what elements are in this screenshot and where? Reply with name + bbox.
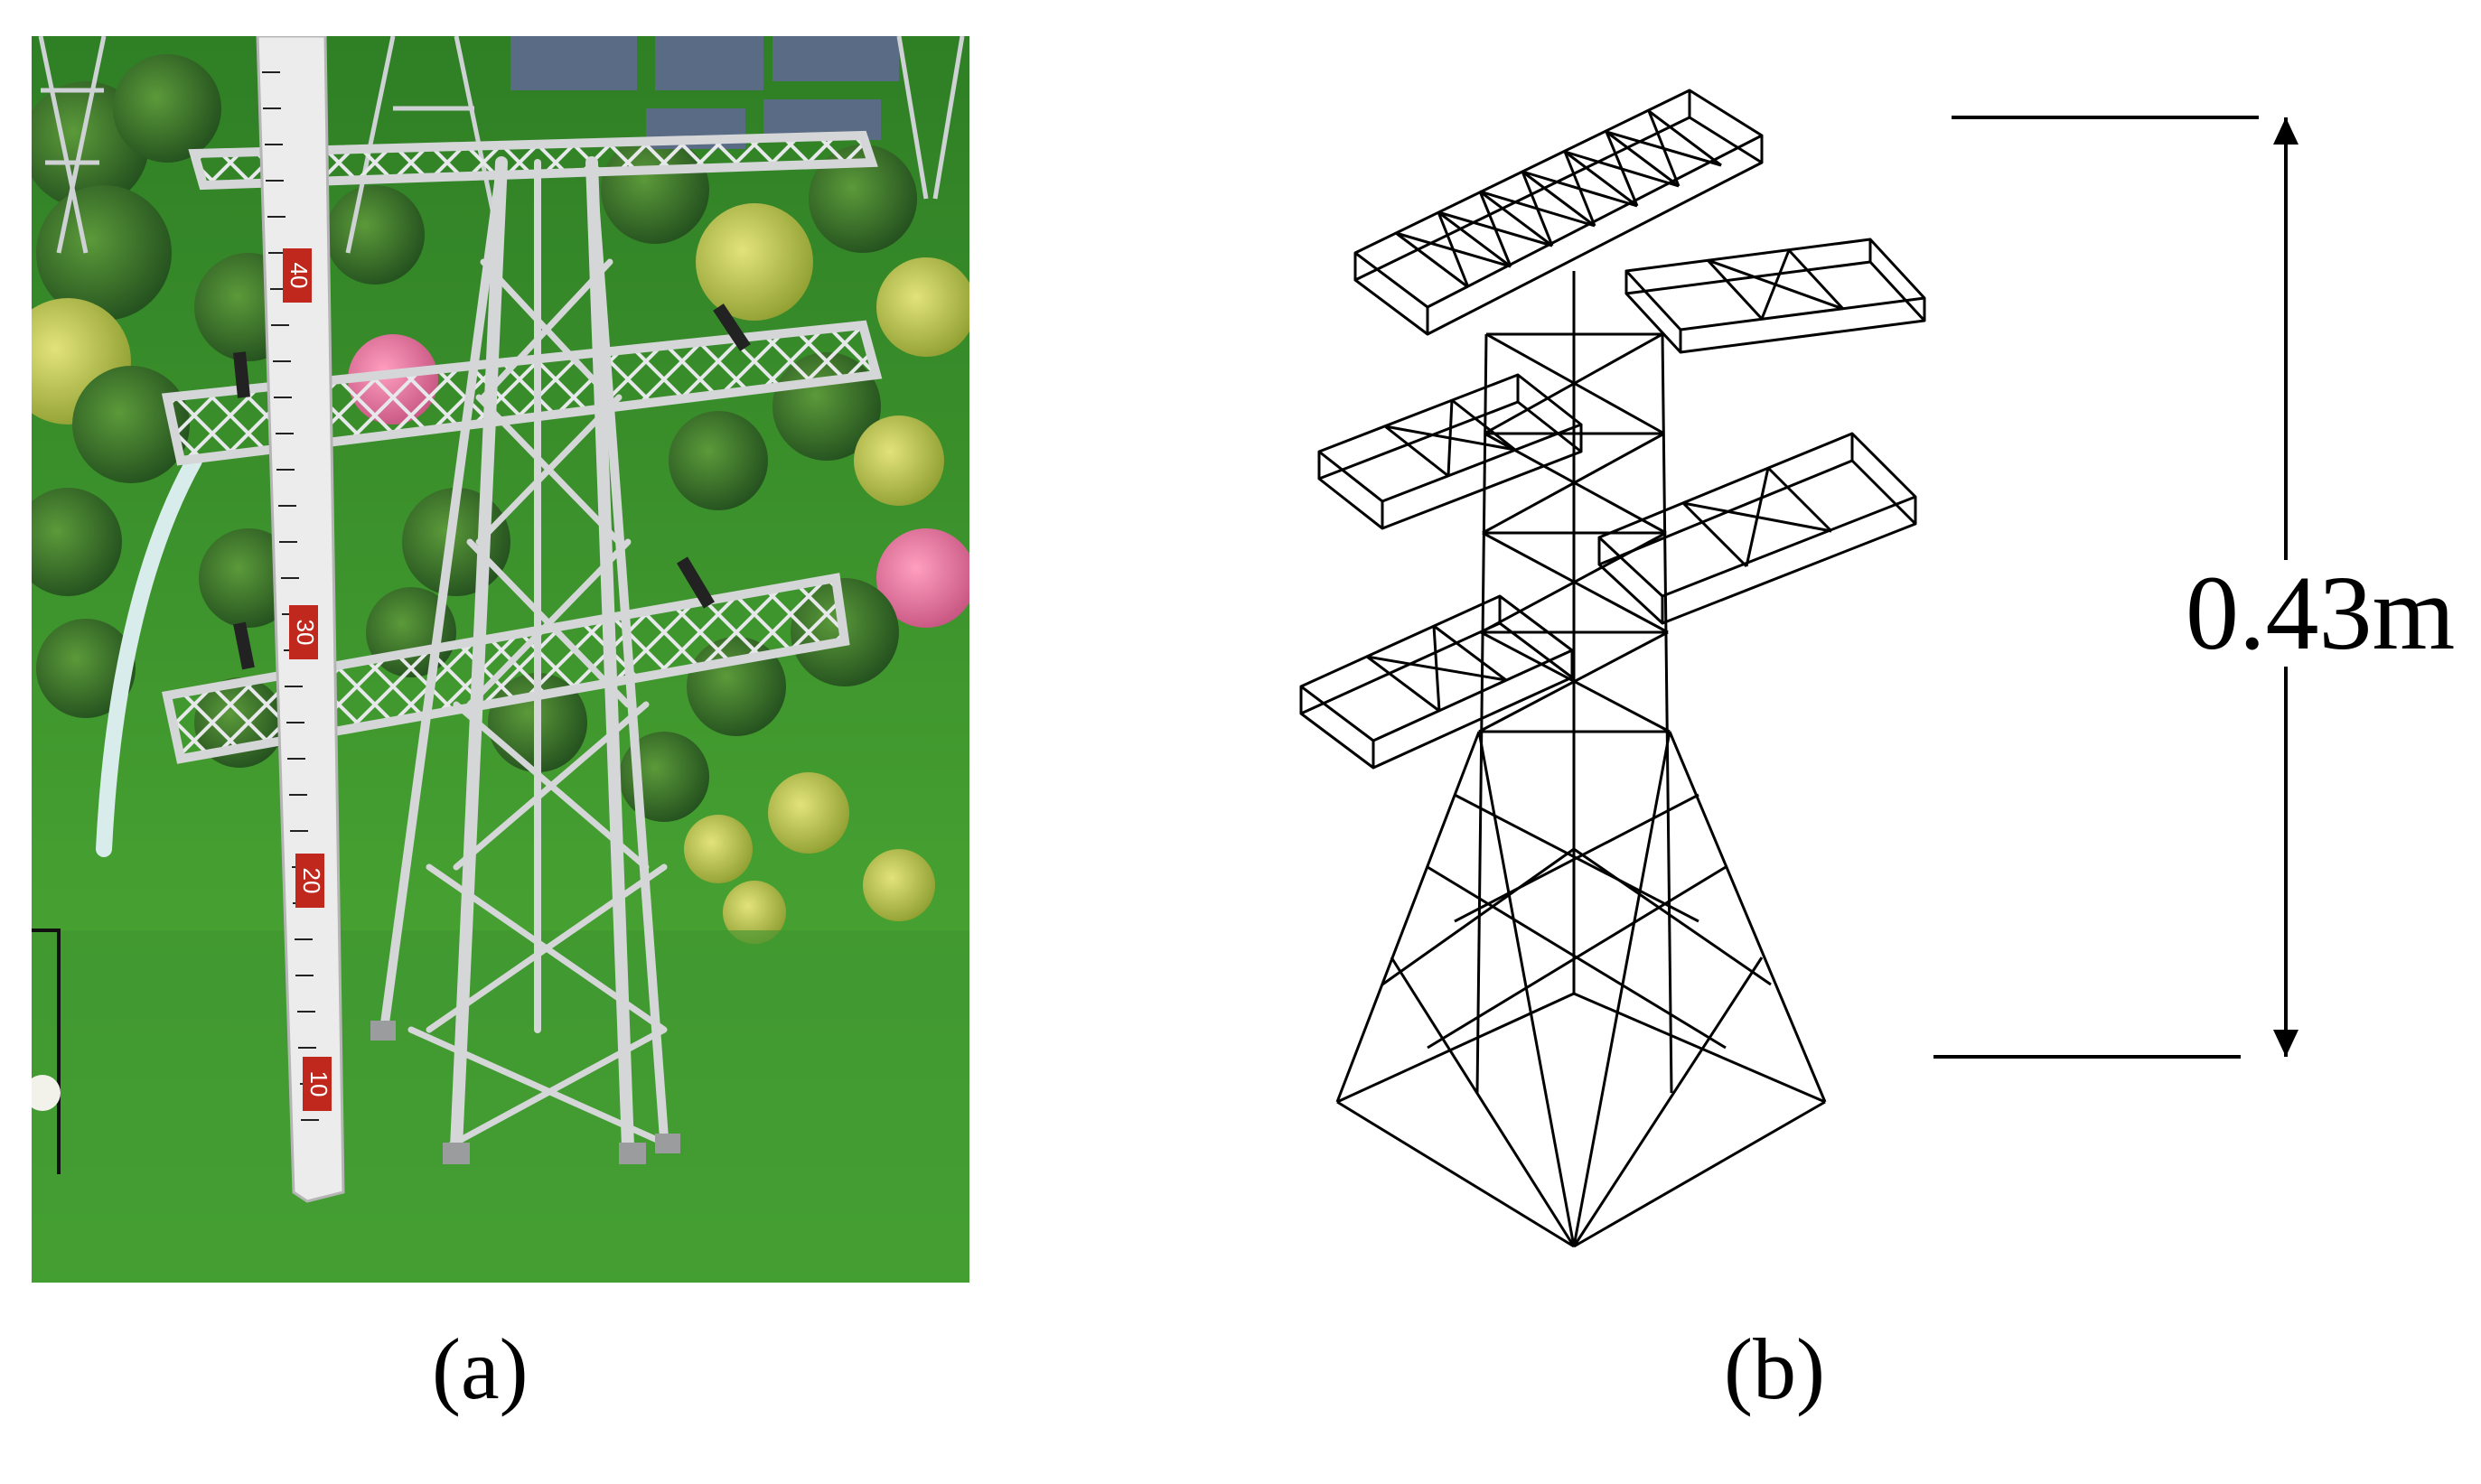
tower-model-photo: 40 30 20 10 xyxy=(32,36,969,1283)
tower-wireframe-panel xyxy=(1247,54,2481,1337)
ruler-label-20: 20 xyxy=(298,868,325,894)
caption-a: (a) xyxy=(432,1321,529,1417)
wireframe-middle-right-arm xyxy=(1597,432,1917,625)
wireframe-body xyxy=(1335,271,1827,1248)
arrow-up-icon xyxy=(2273,117,2298,145)
ruler-label-10: 10 xyxy=(305,1071,332,1097)
ruler-label-30: 30 xyxy=(292,620,319,646)
wireframe-middle-left-arm xyxy=(1317,373,1583,530)
insulator xyxy=(233,303,751,670)
wireframe-lower-left-arm xyxy=(1299,594,1574,770)
wireframe-upper-right-arm xyxy=(1624,238,1926,354)
caption-b: (b) xyxy=(1724,1321,1825,1417)
ruler-label-40: 40 xyxy=(286,263,313,289)
wireframe-top-crossarm xyxy=(1353,89,1764,336)
measuring-tape: 40 30 20 10 xyxy=(256,36,345,1203)
tube xyxy=(96,453,202,857)
arrow-down-icon xyxy=(2273,1030,2298,1057)
height-label: 0.43m xyxy=(2182,560,2459,667)
tower-wireframe xyxy=(1299,89,1926,1248)
ball xyxy=(32,1075,61,1111)
